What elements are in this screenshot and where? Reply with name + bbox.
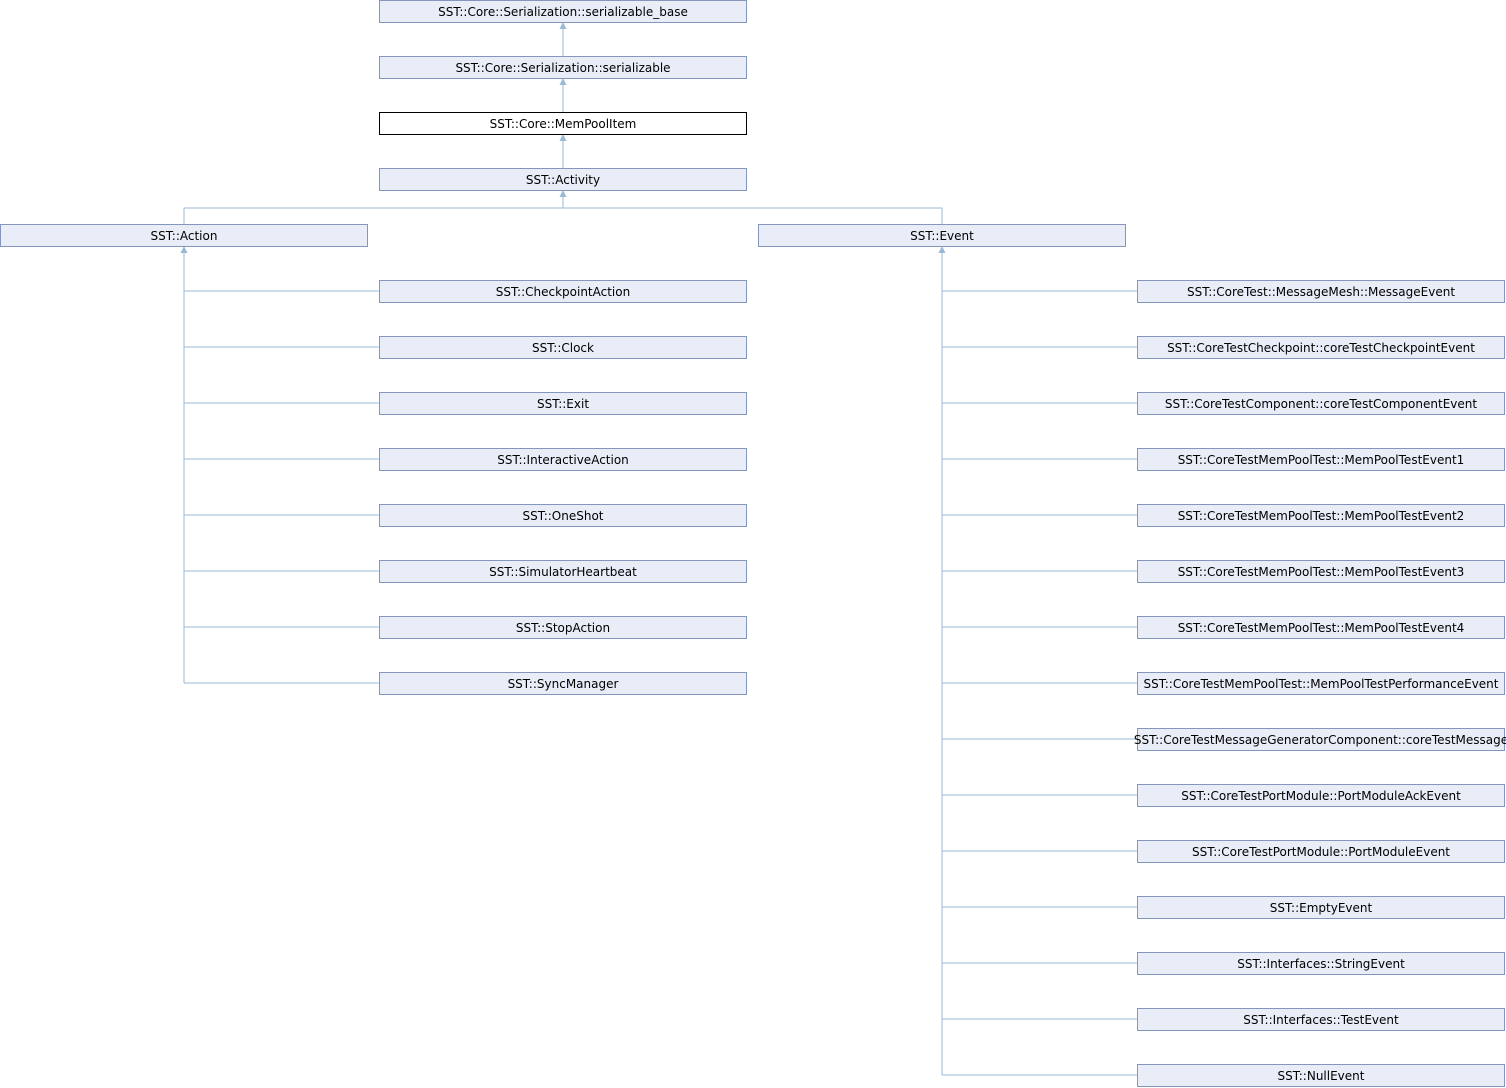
class-node-box: [379, 56, 747, 79]
class-node-label: SST::Action: [151, 229, 218, 243]
class-node-box: [1137, 504, 1505, 527]
class-node-label: SST::Activity: [526, 173, 600, 187]
class-node-box: [1137, 448, 1505, 471]
class-node-mempooltestevent1[interactable]: SST::CoreTestMemPoolTest::MemPoolTestEve…: [1137, 448, 1505, 471]
class-node-box: [379, 392, 747, 415]
class-node-box: [0, 224, 368, 247]
class-node-label: SST::CoreTestCheckpoint::coreTestCheckpo…: [1167, 341, 1475, 355]
class-node-box: [379, 112, 747, 135]
class-node-label: SST::CoreTestMemPoolTest::MemPoolTestEve…: [1178, 453, 1465, 467]
class-node-label: SST::CoreTestPortModule::PortModuleEvent: [1192, 845, 1450, 859]
class-node-serializable_base[interactable]: SST::Core::Serialization::serializable_b…: [379, 0, 747, 23]
class-node-box: [1137, 896, 1505, 919]
arrow-action: [180, 246, 188, 253]
class-node-box: [1137, 336, 1505, 359]
class-node-box: [1137, 280, 1505, 303]
class-node-emptyevent[interactable]: SST::EmptyEvent: [1137, 896, 1505, 919]
arrow-mempoolitem: [559, 134, 567, 141]
class-node-oneshot[interactable]: SST::OneShot: [379, 504, 747, 527]
class-node-mempooltestperformanceevent[interactable]: SST::CoreTestMemPoolTest::MemPoolTestPer…: [1137, 672, 1505, 695]
class-node-box: [1137, 728, 1505, 751]
class-node-action[interactable]: SST::Action: [0, 224, 368, 247]
class-node-label: SST::Interfaces::TestEvent: [1243, 1013, 1399, 1027]
class-node-portmoduleackevent[interactable]: SST::CoreTestPortModule::PortModuleAckEv…: [1137, 784, 1505, 807]
class-node-box: [1137, 1064, 1505, 1087]
class-node-label: SST::Core::MemPoolItem: [490, 117, 637, 131]
class-node-label: SST::StopAction: [516, 621, 610, 635]
class-node-box: [379, 280, 747, 303]
class-node-box: [379, 0, 747, 23]
class-node-portmoduleevent[interactable]: SST::CoreTestPortModule::PortModuleEvent: [1137, 840, 1505, 863]
class-node-label: SST::Exit: [537, 397, 589, 411]
class-node-coretestcheckpointevent[interactable]: SST::CoreTestCheckpoint::coreTestCheckpo…: [1137, 336, 1505, 359]
class-node-box: [1137, 560, 1505, 583]
class-node-label: SST::Clock: [532, 341, 594, 355]
class-node-stopaction[interactable]: SST::StopAction: [379, 616, 747, 639]
class-node-syncmanager[interactable]: SST::SyncManager: [379, 672, 747, 695]
class-node-serializable[interactable]: SST::Core::Serialization::serializable: [379, 56, 747, 79]
class-node-label: SST::SyncManager: [508, 677, 619, 691]
class-node-label: SST::EmptyEvent: [1270, 901, 1373, 915]
class-node-mempoolitem[interactable]: SST::Core::MemPoolItem: [379, 112, 747, 135]
class-node-label: SST::CoreTest::MessageMesh::MessageEvent: [1187, 285, 1455, 299]
class-node-activity[interactable]: SST::Activity: [379, 168, 747, 191]
class-node-box: [379, 560, 747, 583]
class-node-box: [379, 336, 747, 359]
class-node-box: [1137, 672, 1505, 695]
class-node-messageevent[interactable]: SST::CoreTest::MessageMesh::MessageEvent: [1137, 280, 1505, 303]
class-node-label: SST::InteractiveAction: [497, 453, 629, 467]
class-node-label: SST::Interfaces::StringEvent: [1237, 957, 1405, 971]
class-node-testevent[interactable]: SST::Interfaces::TestEvent: [1137, 1008, 1505, 1031]
arrow-activity: [559, 190, 567, 197]
class-node-box: [379, 448, 747, 471]
class-node-label: SST::OneShot: [522, 509, 603, 523]
class-node-box: [379, 616, 747, 639]
class-node-label: SST::CoreTestPortModule::PortModuleAckEv…: [1181, 789, 1461, 803]
class-node-coretestcomponentevent[interactable]: SST::CoreTestComponent::coreTestComponen…: [1137, 392, 1505, 415]
class-node-box: [1137, 1008, 1505, 1031]
class-node-clock[interactable]: SST::Clock: [379, 336, 747, 359]
arrow-serializable_base: [559, 22, 567, 29]
class-node-simulatorheartbeat[interactable]: SST::SimulatorHeartbeat: [379, 560, 747, 583]
class-node-label: SST::CheckpointAction: [496, 285, 630, 299]
class-node-box: [379, 672, 747, 695]
class-node-box: [758, 224, 1126, 247]
class-node-box: [379, 168, 747, 191]
class-node-mempooltestevent4[interactable]: SST::CoreTestMemPoolTest::MemPoolTestEve…: [1137, 616, 1505, 639]
arrow-event: [938, 246, 946, 253]
class-node-exit[interactable]: SST::Exit: [379, 392, 747, 415]
class-node-label: SST::CoreTestComponent::coreTestComponen…: [1165, 397, 1477, 411]
class-node-coretestmessage[interactable]: SST::CoreTestMessageGeneratorComponent::…: [1134, 728, 1506, 751]
class-node-event[interactable]: SST::Event: [758, 224, 1126, 247]
class-node-label: SST::NullEvent: [1278, 1069, 1365, 1083]
class-node-label: SST::CoreTestMemPoolTest::MemPoolTestEve…: [1178, 621, 1465, 635]
class-node-mempooltestevent3[interactable]: SST::CoreTestMemPoolTest::MemPoolTestEve…: [1137, 560, 1505, 583]
class-node-box: [1137, 392, 1505, 415]
class-node-mempooltestevent2[interactable]: SST::CoreTestMemPoolTest::MemPoolTestEve…: [1137, 504, 1505, 527]
class-node-nullevent[interactable]: SST::NullEvent: [1137, 1064, 1505, 1087]
class-node-interactiveaction[interactable]: SST::InteractiveAction: [379, 448, 747, 471]
class-node-label: SST::Core::Serialization::serializable: [455, 61, 670, 75]
arrow-serializable: [559, 78, 567, 85]
class-node-box: [1137, 784, 1505, 807]
class-node-label: SST::Event: [910, 229, 974, 243]
class-node-checkpointaction[interactable]: SST::CheckpointAction: [379, 280, 747, 303]
class-node-label: SST::SimulatorHeartbeat: [489, 565, 637, 579]
class-node-box: [1137, 840, 1505, 863]
class-node-label: SST::CoreTestMessageGeneratorComponent::…: [1134, 733, 1506, 747]
class-node-box: [1137, 952, 1505, 975]
class-node-box: [379, 504, 747, 527]
class-node-label: SST::CoreTestMemPoolTest::MemPoolTestEve…: [1178, 509, 1465, 523]
class-node-label: SST::CoreTestMemPoolTest::MemPoolTestPer…: [1143, 677, 1498, 691]
class-node-box: [1137, 616, 1505, 639]
class-node-stringevent[interactable]: SST::Interfaces::StringEvent: [1137, 952, 1505, 975]
inheritance-edges: [180, 22, 1137, 1076]
class-node-label: SST::Core::Serialization::serializable_b…: [438, 5, 688, 19]
class-node-label: SST::CoreTestMemPoolTest::MemPoolTestEve…: [1178, 565, 1465, 579]
